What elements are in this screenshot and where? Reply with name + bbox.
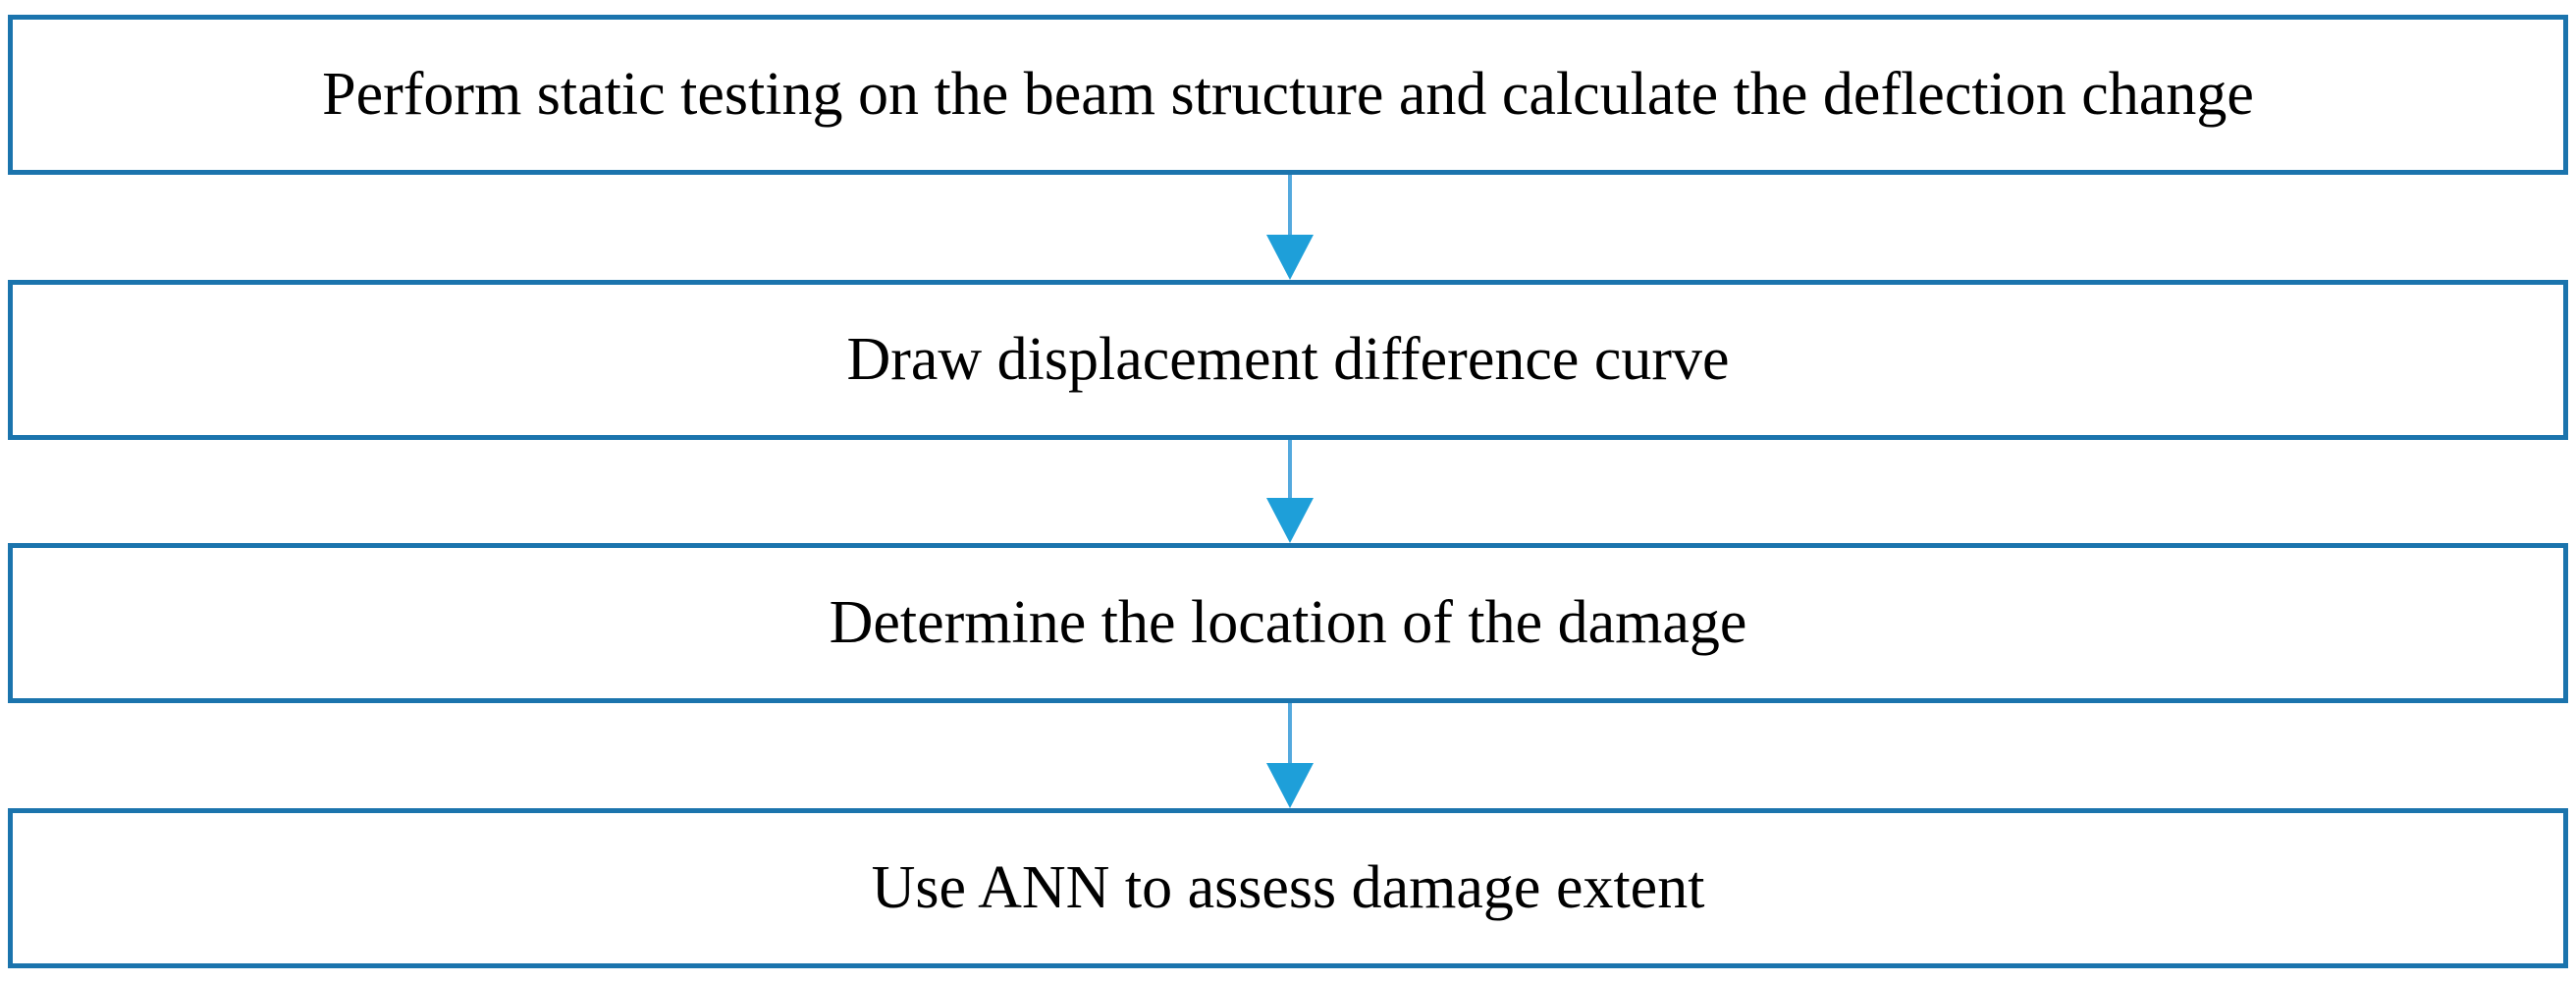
flow-step-static-testing: Perform static testing on the beam struc… <box>8 15 2568 175</box>
flow-step-label: Perform static testing on the beam struc… <box>322 61 2254 129</box>
arrowhead-down-icon <box>1266 235 1314 280</box>
arrowhead-down-icon <box>1266 498 1314 543</box>
arrow-stem <box>1288 175 1292 235</box>
flow-step-label: Draw displacement difference curve <box>846 326 1730 394</box>
flow-step-label: Determine the location of the damage <box>829 589 1747 657</box>
down-arrow-connector-3 <box>1266 703 1314 808</box>
down-arrow-connector-1 <box>1266 175 1314 280</box>
arrow-stem <box>1288 440 1292 498</box>
arrowhead-down-icon <box>1266 763 1314 808</box>
flow-step-damage-location: Determine the location of the damage <box>8 543 2568 703</box>
arrow-stem <box>1288 703 1292 763</box>
flow-step-ann-assessment: Use ANN to assess damage extent <box>8 808 2568 968</box>
down-arrow-connector-2 <box>1266 440 1314 543</box>
flow-step-label: Use ANN to assess damage extent <box>871 854 1705 922</box>
flow-step-displacement-curve: Draw displacement difference curve <box>8 280 2568 440</box>
